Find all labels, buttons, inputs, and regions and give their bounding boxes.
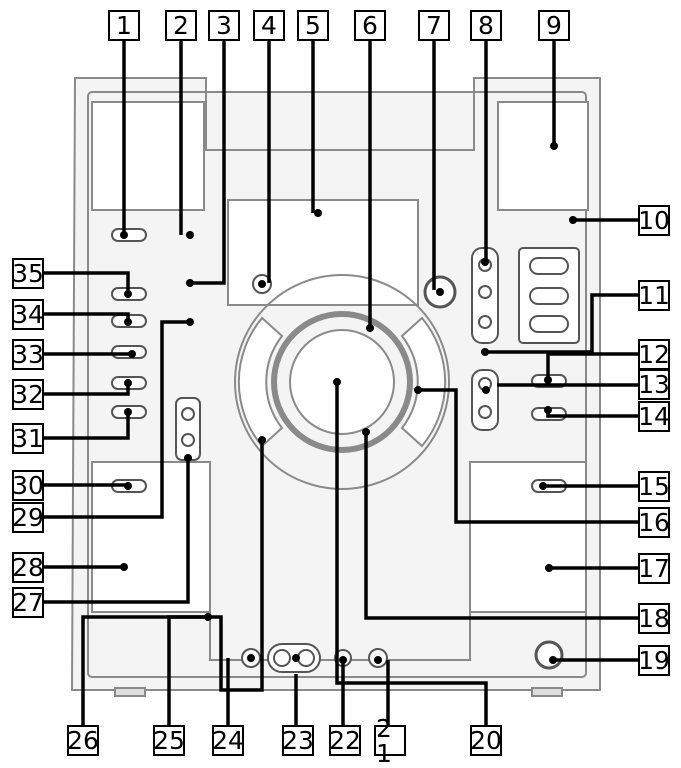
- leader-line: [44, 458, 190, 604]
- leader-dot: [362, 428, 370, 436]
- leader-dot: [124, 482, 132, 490]
- callout-box: 35: [12, 258, 44, 289]
- top-left-panel: [91, 101, 205, 211]
- callout-box: 33: [12, 339, 44, 370]
- callout-box: 14: [638, 401, 670, 432]
- callout-box: 17: [638, 553, 670, 584]
- leader-dot: [204, 613, 212, 621]
- leader-dot: [292, 654, 300, 662]
- leader-dot: [374, 656, 382, 664]
- leader-dot: [549, 656, 557, 664]
- leader-line: [364, 432, 638, 620]
- callout-box: 19: [638, 645, 670, 676]
- leader-dot: [545, 564, 553, 572]
- leader-dot: [481, 348, 489, 356]
- callout-box: 8: [470, 10, 502, 41]
- leader-dot: [184, 454, 192, 462]
- callout-box: 7: [418, 10, 450, 41]
- jog-ring: [271, 311, 413, 453]
- right-foot: [531, 687, 563, 697]
- callout-box: 28: [12, 552, 44, 583]
- leader-line: [418, 388, 638, 524]
- callout-box: 30: [12, 470, 44, 501]
- callout-box: 24: [212, 725, 244, 756]
- leader-dot: [482, 386, 490, 394]
- leader-dot: [436, 288, 444, 296]
- leader-line: [335, 382, 488, 725]
- leader-dot: [550, 142, 558, 150]
- leader-dot: [120, 231, 128, 239]
- leader-line: [190, 41, 226, 285]
- leader-dot: [314, 209, 322, 217]
- callout-box: 12: [638, 339, 670, 370]
- leader-dot: [339, 656, 347, 664]
- knob-27a: [181, 407, 195, 421]
- leader-line: [167, 440, 264, 725]
- callout-box: 2 1: [374, 716, 406, 766]
- leader-dot: [333, 378, 341, 386]
- top-right-panel: [497, 101, 589, 211]
- callout-box: 2: [165, 10, 197, 41]
- callout-box: 29: [12, 502, 44, 533]
- knob-19: [534, 640, 564, 670]
- leader-dot: [186, 231, 194, 239]
- leader-dot: [186, 318, 194, 326]
- callout-box: 4: [253, 10, 285, 41]
- leader-dot: [128, 350, 136, 358]
- callout-box: 11: [638, 280, 670, 311]
- callout-box: 13: [638, 369, 670, 400]
- callout-box: 34: [12, 299, 44, 330]
- leader-line: [81, 615, 208, 725]
- callout-box: 9: [538, 10, 570, 41]
- leader-dot: [186, 279, 194, 287]
- callout-box: 5: [297, 10, 329, 41]
- leader-dot: [120, 563, 128, 571]
- leader-dot: [258, 280, 266, 288]
- leader-dot: [124, 379, 132, 387]
- callout-box: 32: [12, 379, 44, 410]
- left-foot: [114, 687, 146, 697]
- leader-dot: [544, 406, 552, 414]
- callout-box: 15: [638, 471, 670, 502]
- callout-box: 20: [470, 725, 502, 756]
- leader-dot: [124, 318, 132, 326]
- jog-dial: [289, 329, 395, 435]
- leader-dot: [414, 386, 422, 394]
- callout-box: 3: [208, 10, 240, 41]
- leader-dot: [124, 408, 132, 416]
- callout-box: 31: [12, 423, 44, 454]
- right-arc-buttons: [400, 316, 447, 448]
- leader-dot: [569, 216, 577, 224]
- callout-box: 22: [329, 725, 361, 756]
- button-1: [111, 228, 147, 242]
- knob-27b: [181, 433, 195, 447]
- callout-box: 23: [282, 725, 314, 756]
- leader-line: [546, 352, 638, 380]
- leader-dot: [539, 482, 547, 490]
- callout-box: 10: [638, 205, 670, 236]
- leader-line: [44, 271, 130, 294]
- callout-box: 18: [638, 603, 670, 634]
- top-tray: [205, 92, 475, 151]
- callout-box: 26: [67, 725, 99, 756]
- leader-dot: [481, 258, 489, 266]
- leader-dot: [258, 436, 266, 444]
- lower-left-panel: [91, 461, 211, 613]
- callout-box: 25: [153, 725, 185, 756]
- callout-box: 16: [638, 507, 670, 538]
- callout-box: 1: [108, 10, 140, 41]
- leader-line: [44, 320, 190, 519]
- leader-dot: [366, 324, 374, 332]
- leader-dot: [247, 654, 255, 662]
- leader-line: [485, 293, 638, 354]
- leader-dot: [124, 290, 132, 298]
- callout-box: 6: [354, 10, 386, 41]
- callout-box: 27: [12, 587, 44, 618]
- outer-ring: [234, 274, 450, 490]
- leader-line: [44, 412, 130, 440]
- leader-dot: [544, 376, 552, 384]
